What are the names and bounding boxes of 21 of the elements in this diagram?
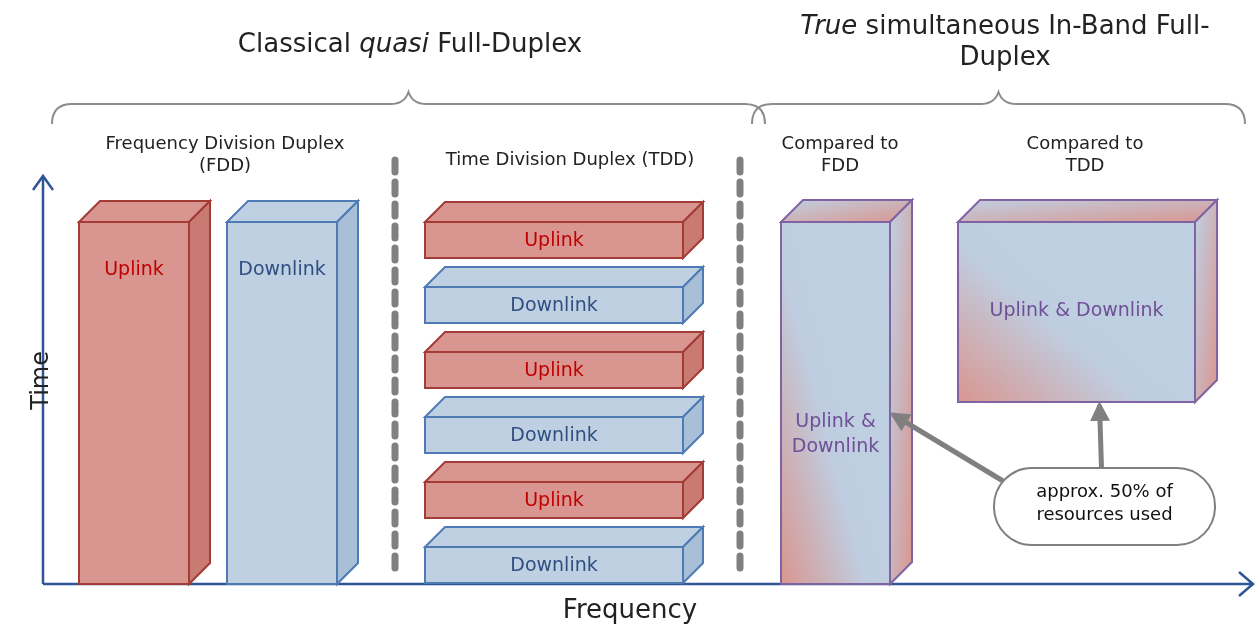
block-label: Downlink [509,552,599,577]
block-label: approx. 50% of resources used [1035,479,1175,526]
block-label: Uplink [103,256,165,281]
block-label: Uplink [523,357,585,382]
section-heading: Time Division Duplex (TDD) [444,148,696,170]
group-heading: Classical quasi Full-Duplex [236,28,584,60]
column-heading: Compared to TDD [1025,132,1145,176]
axis-label: Frequency [561,594,699,626]
block-label: Uplink [523,227,585,252]
block-label: Uplink & Downlink [988,297,1165,322]
column-heading: Compared to FDD [780,132,900,176]
block-label: Uplink [523,487,585,512]
block-label: Downlink [509,292,599,317]
block-label: Uplink & Downlink [790,408,881,458]
group-heading: True simultaneous In-Band Full-Duplex [799,10,1211,73]
section-heading: Frequency Division Duplex (FDD) [104,132,346,176]
block-label: Downlink [237,256,327,281]
arrow [889,412,1005,484]
block-label: Downlink [509,422,599,447]
arrow [1090,401,1110,468]
axis-label: Time [25,350,55,412]
